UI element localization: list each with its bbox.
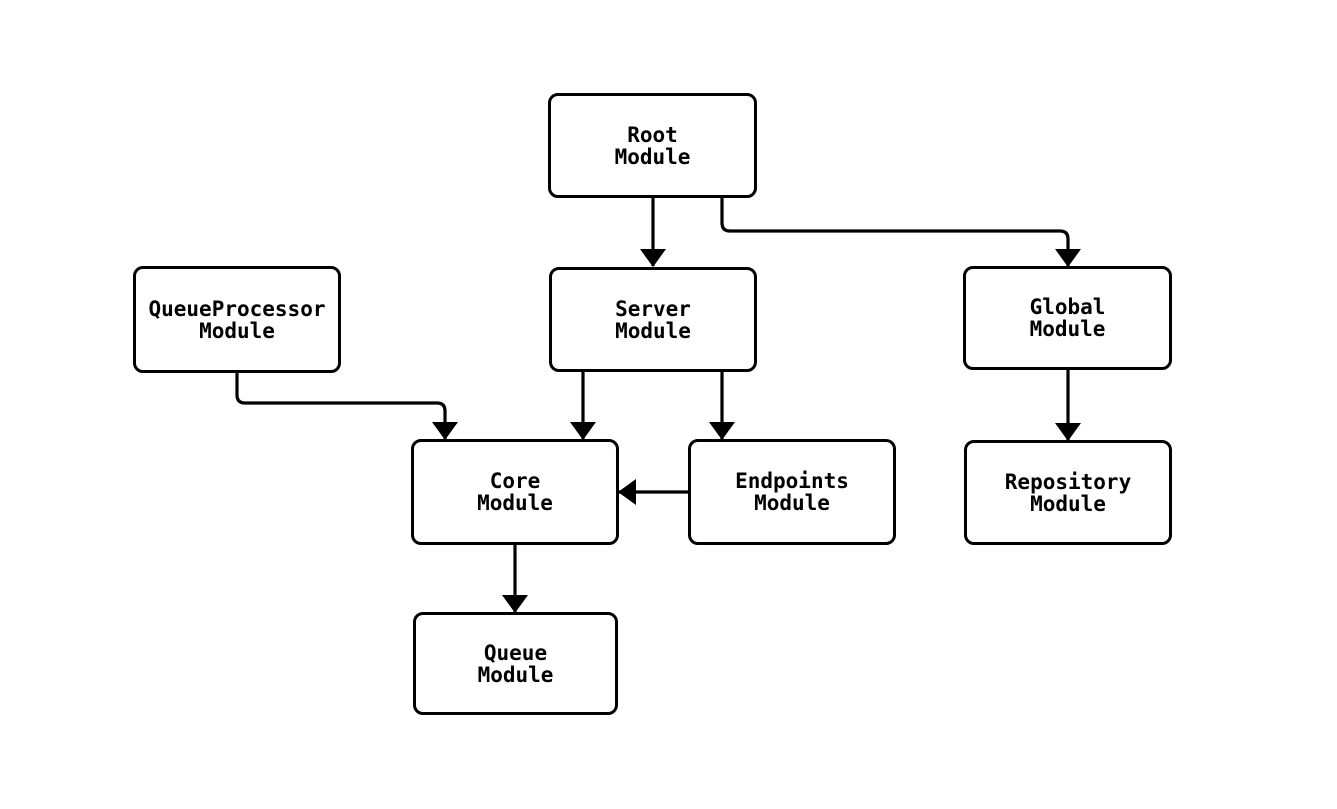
- node-queueprocessor-module: QueueProcessor Module: [133, 266, 341, 373]
- node-core-module-label: Core Module: [477, 469, 553, 515]
- node-global-module-label: Global Module: [1029, 295, 1106, 341]
- node-core-module: Core Module: [411, 439, 619, 545]
- node-queue-module: Queue Module: [413, 612, 618, 715]
- node-repository-module: Repository Module: [964, 440, 1172, 545]
- node-root-module: Root Module: [548, 93, 757, 198]
- node-endpoints-module: Endpoints Module: [688, 439, 896, 545]
- node-queue-module-label: Queue Module: [477, 640, 554, 687]
- edge-root-to-global: [720, 198, 1081, 267]
- node-root-module-label: Root Module: [614, 122, 691, 169]
- node-server-module-label: Server Module: [615, 296, 691, 343]
- node-server-module: Server Module: [549, 267, 757, 372]
- node-repository-module-label: Repository Module: [1004, 469, 1132, 516]
- node-endpoints-module-label: Endpoints Module: [735, 469, 849, 515]
- node-queueprocessor-module-label: QueueProcessor Module: [148, 296, 326, 343]
- edge-queueprocessor-to-core: [235, 373, 458, 440]
- node-global-module: Global Module: [963, 266, 1172, 370]
